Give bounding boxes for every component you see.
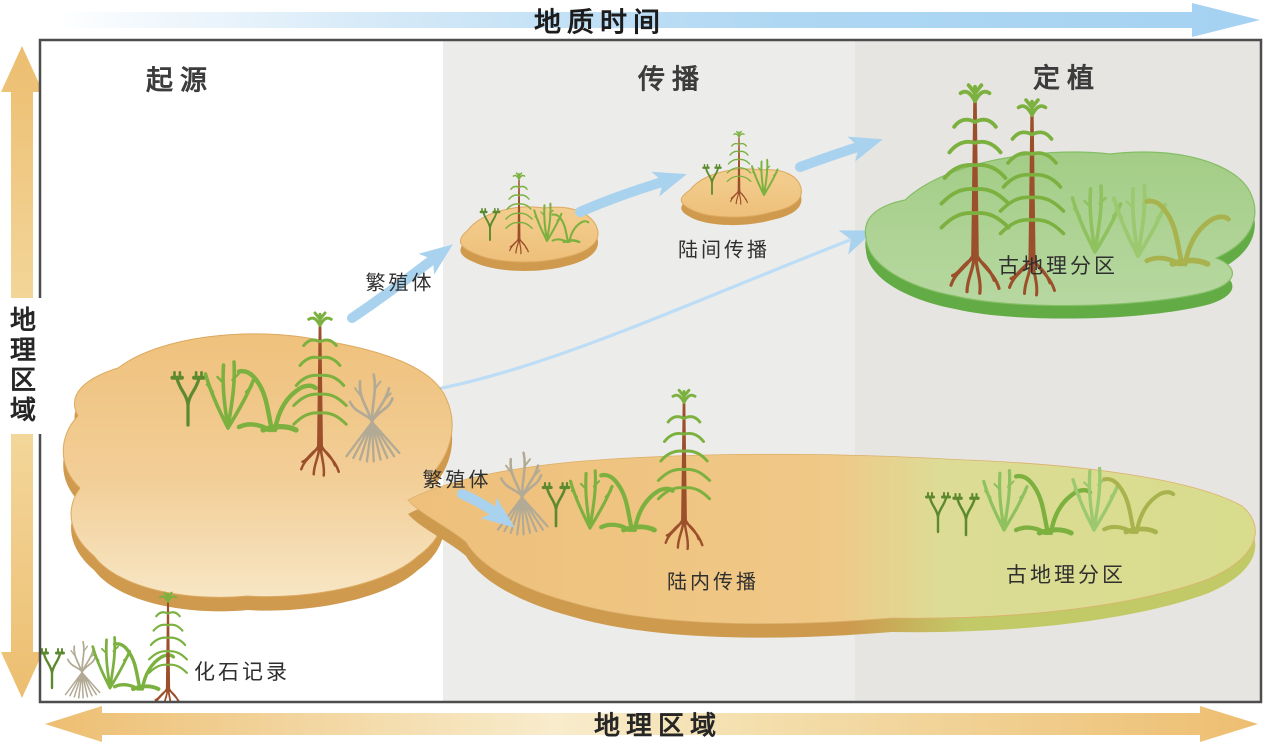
fossil-record-label: 化石记录 (194, 661, 290, 684)
origin-landmass (62, 333, 453, 612)
propagule-label-lower: 繁殖体 (422, 469, 492, 492)
time-axis-arrow (65, 3, 1260, 37)
propagule-label-upper: 繁殖体 (365, 272, 435, 295)
time-axis-label: 地质时间 (534, 7, 666, 38)
paleo-region-label-upper: 古地理分区 (998, 255, 1118, 278)
intercontinental-label: 陆间传播 (678, 239, 770, 262)
propagule-arrow-3 (457, 489, 515, 528)
propagule-arrow-2 (575, 171, 687, 217)
intracontinental-label: 陆内传播 (667, 571, 759, 594)
region-axis-label-left: 地理区域 (1, 298, 43, 434)
stage-dispersal-label: 传播 (638, 64, 706, 95)
stage-colonization-label: 定植 (1033, 63, 1101, 94)
paleo-region-label-lower: 古地理分区 (1006, 564, 1126, 587)
propagule-arrow-1 (347, 244, 453, 323)
region-axis-label-bottom: 地理区域 (593, 710, 723, 741)
stage-origin-label: 起源 (146, 65, 214, 96)
island-hop-arrow (795, 136, 883, 172)
region-axis-arrow-bottom (45, 706, 1258, 742)
